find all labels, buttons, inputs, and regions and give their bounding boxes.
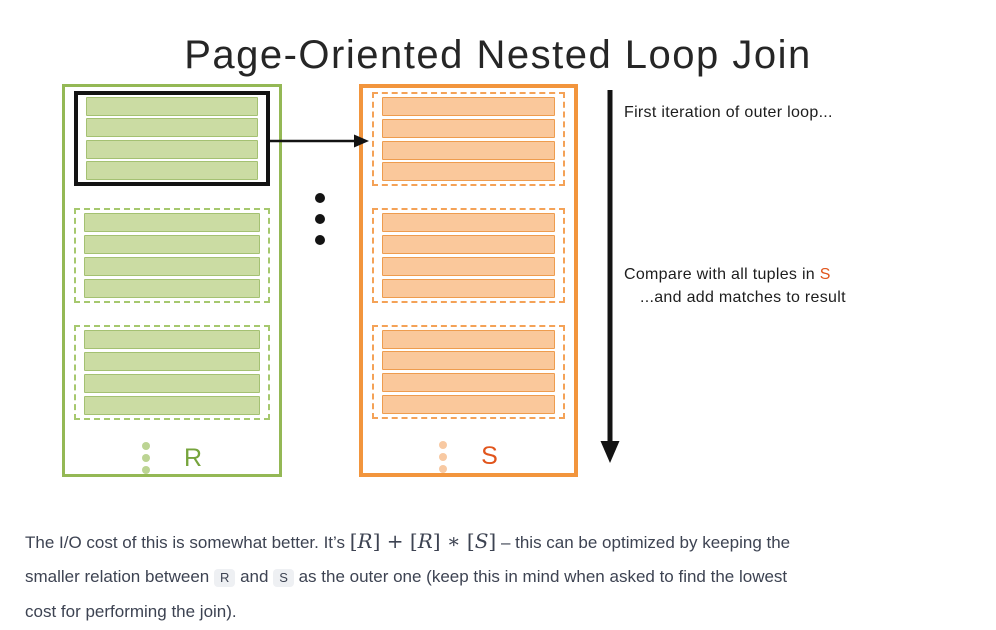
relation-r-page-3 — [74, 325, 270, 420]
annotation-compare-prefix: Compare with all tuples in — [624, 266, 820, 283]
inline-code-r: R — [213, 569, 236, 587]
annotation-compare: Compare with all tuples in S ...and add … — [624, 263, 846, 309]
tuple-bar — [382, 96, 555, 116]
dot — [315, 193, 325, 203]
annotation-compare-s: S — [819, 266, 831, 283]
annotation-add-matches: ...and add matches to result — [640, 289, 846, 306]
tuple-bar — [84, 330, 260, 349]
tuple-bar — [84, 352, 260, 371]
relation-r-page-2 — [74, 208, 270, 303]
math-expression-io-cost: [R] + [R] ∗ [S] — [349, 529, 497, 553]
relation-s-container: S — [359, 84, 578, 477]
loop-progress-arrow — [600, 90, 620, 463]
relation-s-footer: S — [372, 440, 565, 473]
inline-code-s: S — [273, 569, 294, 587]
dot — [439, 452, 448, 461]
paragraph-line: The I/O cost of this is somewhat better.… — [25, 529, 791, 553]
dot — [315, 214, 325, 224]
tuple-bar — [86, 160, 258, 180]
dot — [141, 454, 150, 462]
tuple-bar — [86, 97, 258, 117]
paragraph-line: smaller relation between R and S as the … — [25, 567, 788, 587]
relation-r-footer: R — [74, 442, 270, 474]
relation-r-page-1-current — [74, 91, 270, 186]
io-cost-paragraph: The I/O cost of this is somewhat better.… — [25, 524, 977, 629]
relation-s-label: S — [481, 442, 498, 471]
dot — [141, 466, 150, 474]
tuple-bar — [84, 396, 260, 415]
relation-r-container: R — [62, 84, 282, 477]
tuple-bar — [84, 235, 260, 254]
dot — [439, 464, 448, 473]
annotation-first-iteration-text: First iteration of outer loop... — [624, 104, 833, 121]
tuple-bar — [84, 279, 260, 298]
tuple-bar — [382, 278, 555, 298]
relation-r-label: R — [183, 443, 203, 472]
tuple-bar — [86, 139, 258, 159]
annotation-compare-line: Compare with all tuples in S — [624, 263, 846, 286]
dot — [439, 440, 448, 449]
tuple-bar — [382, 329, 555, 349]
dot — [315, 235, 325, 245]
relation-s-ellipsis-dots — [439, 440, 448, 473]
tuple-bar — [382, 162, 555, 182]
tuple-bar — [382, 395, 555, 415]
tuple-bar — [382, 373, 555, 393]
annotation-first-iteration: First iteration of outer loop... — [624, 104, 833, 122]
tuple-bar — [86, 118, 258, 138]
page-title: Page-Oriented Nested Loop Join — [184, 32, 812, 77]
relation-r-ellipsis-dots — [141, 442, 150, 474]
paragraph-line: cost for performing the join). — [25, 602, 237, 621]
tuple-bar — [382, 256, 555, 276]
middle-ellipsis-dots — [315, 193, 325, 245]
relation-s-page-3 — [372, 324, 565, 419]
tuple-bar — [382, 140, 555, 160]
tuple-bar — [84, 213, 260, 232]
dot — [141, 442, 150, 450]
tuple-bar — [382, 235, 555, 255]
tuple-bar — [84, 257, 260, 276]
tuple-bar — [84, 374, 260, 393]
relation-s-page-2 — [372, 208, 565, 303]
tuple-bar — [382, 213, 555, 233]
outer-page-to-s-arrow — [269, 134, 369, 148]
relation-s-page-1 — [372, 92, 565, 187]
tuple-bar — [382, 118, 555, 138]
tuple-bar — [382, 351, 555, 371]
